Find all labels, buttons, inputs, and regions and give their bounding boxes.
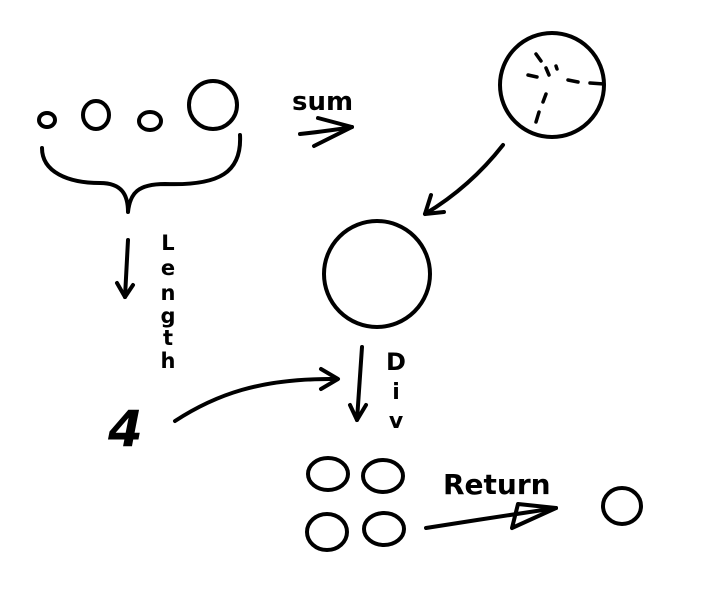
svg-text:e: e xyxy=(161,256,175,280)
svg-text:g: g xyxy=(160,304,175,328)
result-item xyxy=(362,511,406,547)
length-label: L e n g t h xyxy=(160,231,175,373)
div-label: D i v xyxy=(386,348,406,434)
input-item-small-2 xyxy=(137,110,163,132)
sum-label: sum xyxy=(292,87,353,117)
svg-text:n: n xyxy=(161,281,176,305)
svg-text:t: t xyxy=(163,326,173,350)
return-arrow xyxy=(424,502,558,530)
length-arrow xyxy=(115,238,135,299)
sum-to-center-arrow xyxy=(423,143,505,216)
divisor-number: 4 xyxy=(107,400,143,458)
result-item xyxy=(361,458,405,494)
result-item xyxy=(306,456,350,492)
svg-text:i: i xyxy=(392,380,400,405)
svg-text:D: D xyxy=(386,348,406,376)
sum-arrow xyxy=(298,116,354,148)
input-item-small-1 xyxy=(37,111,57,129)
grouping-brace xyxy=(40,133,243,214)
returned-value-circle xyxy=(601,486,643,526)
input-item-large xyxy=(187,79,239,131)
svg-text:h: h xyxy=(161,349,176,373)
divided-results xyxy=(305,456,406,552)
div-arrow xyxy=(348,345,368,422)
input-list xyxy=(37,79,239,132)
svg-text:v: v xyxy=(389,409,404,434)
return-label: Return xyxy=(443,468,551,501)
svg-text:L: L xyxy=(161,231,174,255)
result-item xyxy=(305,512,349,552)
total-circle xyxy=(322,219,432,329)
input-item-medium xyxy=(81,99,111,131)
divisor-arrow xyxy=(173,367,340,423)
sum-result-circle xyxy=(498,31,606,139)
